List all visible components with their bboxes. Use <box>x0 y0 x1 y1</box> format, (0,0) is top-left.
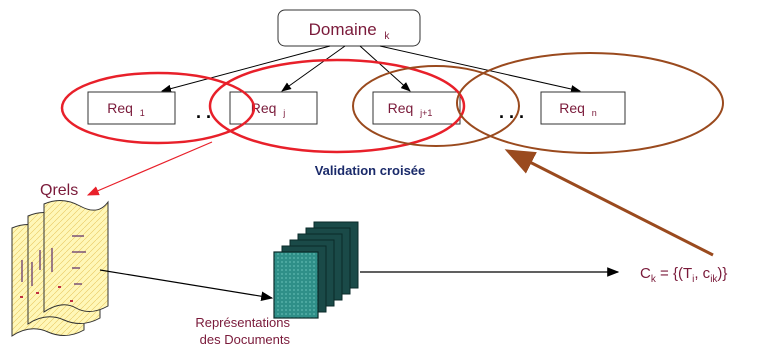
domain-to-request-arrows <box>161 45 581 93</box>
ellipsis-right: . . . <box>499 102 524 122</box>
request-box-j: Req j <box>229 91 318 125</box>
request-1-subscript: 1 <box>140 108 145 118</box>
svg-text:Req 1: Req 1 <box>107 100 145 118</box>
result-suffix: )} <box>717 265 727 282</box>
arrow-qrels-to-documents <box>99 269 274 302</box>
request-j-label: Req <box>251 100 277 116</box>
red-fold-ellipses <box>60 58 466 154</box>
result-t-sub: i <box>692 274 694 285</box>
red-fold-ellipse-1 <box>60 71 256 145</box>
svg-text:Req j+1: Req j+1 <box>388 100 433 118</box>
svg-text:Domaine k: Domaine k <box>309 20 391 42</box>
domain-box: Domaine k <box>277 9 421 47</box>
qrels-label: Qrels <box>40 182 78 199</box>
red-fold-ellipse-2 <box>208 58 466 154</box>
ellipsis-left: . . <box>196 102 211 122</box>
result-c-sub: ik <box>710 274 718 285</box>
brown-fold-ellipses <box>352 52 724 154</box>
svg-text:Req n: Req n <box>559 100 597 118</box>
request-j-plus-1-label: Req <box>388 100 414 116</box>
domain-subscript: k <box>384 31 390 42</box>
request-box-j-plus-1: Req j+1 <box>372 91 461 125</box>
representations-label-line1: Représentations <box>195 315 290 330</box>
request-1-label: Req <box>107 100 133 116</box>
document-stack <box>273 221 359 319</box>
result-prefix-sub: k <box>651 274 657 285</box>
request-n-label: Req <box>559 100 585 116</box>
red-arrow-to-qrels <box>86 141 213 196</box>
request-n-subscript: n <box>592 108 597 118</box>
validation-label: Validation croisée <box>315 163 426 178</box>
result-prefix: C <box>640 265 651 282</box>
result-middle: = {(T <box>656 265 692 282</box>
representations-label-line2: des Documents <box>200 332 291 347</box>
request-j-plus-1-subscript: j+1 <box>419 108 432 118</box>
brown-fold-ellipse-2 <box>456 52 724 154</box>
svg-text:Req j: Req j <box>251 100 286 118</box>
brown-arrow-from-result <box>504 149 714 257</box>
qrels-paper-stack <box>11 200 109 337</box>
request-box-1: Req 1 <box>87 91 176 125</box>
brown-fold-ellipse-1 <box>352 65 520 147</box>
result-mid2: , c <box>694 265 710 282</box>
result-formula: Ck = {(Ti, cik)} <box>640 265 727 285</box>
request-j-subscript: j <box>282 108 285 118</box>
domain-label: Domaine <box>309 20 377 39</box>
request-box-n: Req n <box>540 91 626 125</box>
